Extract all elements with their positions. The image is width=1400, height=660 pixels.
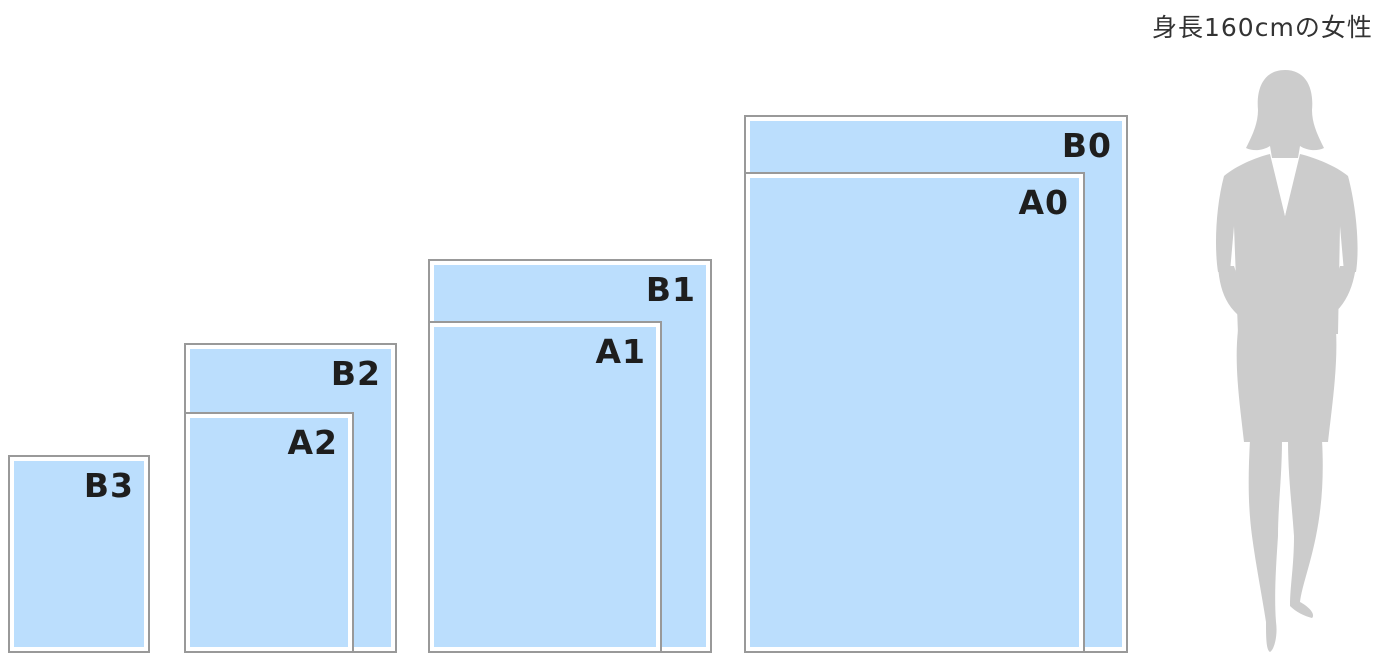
- label-b2: B2: [330, 354, 381, 393]
- paper-a0: A0: [744, 172, 1085, 653]
- label-a1: A1: [595, 332, 646, 371]
- paper-b3: B3: [8, 455, 150, 653]
- label-b1: B1: [645, 270, 696, 309]
- woman-silhouette-icon: [1216, 70, 1358, 652]
- paper-a1: A1: [428, 321, 662, 653]
- woman-height-caption: 身長160cmの女性: [1152, 13, 1373, 42]
- label-a2: A2: [287, 423, 338, 462]
- paper-a2: A2: [184, 412, 354, 653]
- label-b0: B0: [1061, 126, 1112, 165]
- label-a0: A0: [1018, 183, 1069, 222]
- label-b3: B3: [83, 466, 134, 505]
